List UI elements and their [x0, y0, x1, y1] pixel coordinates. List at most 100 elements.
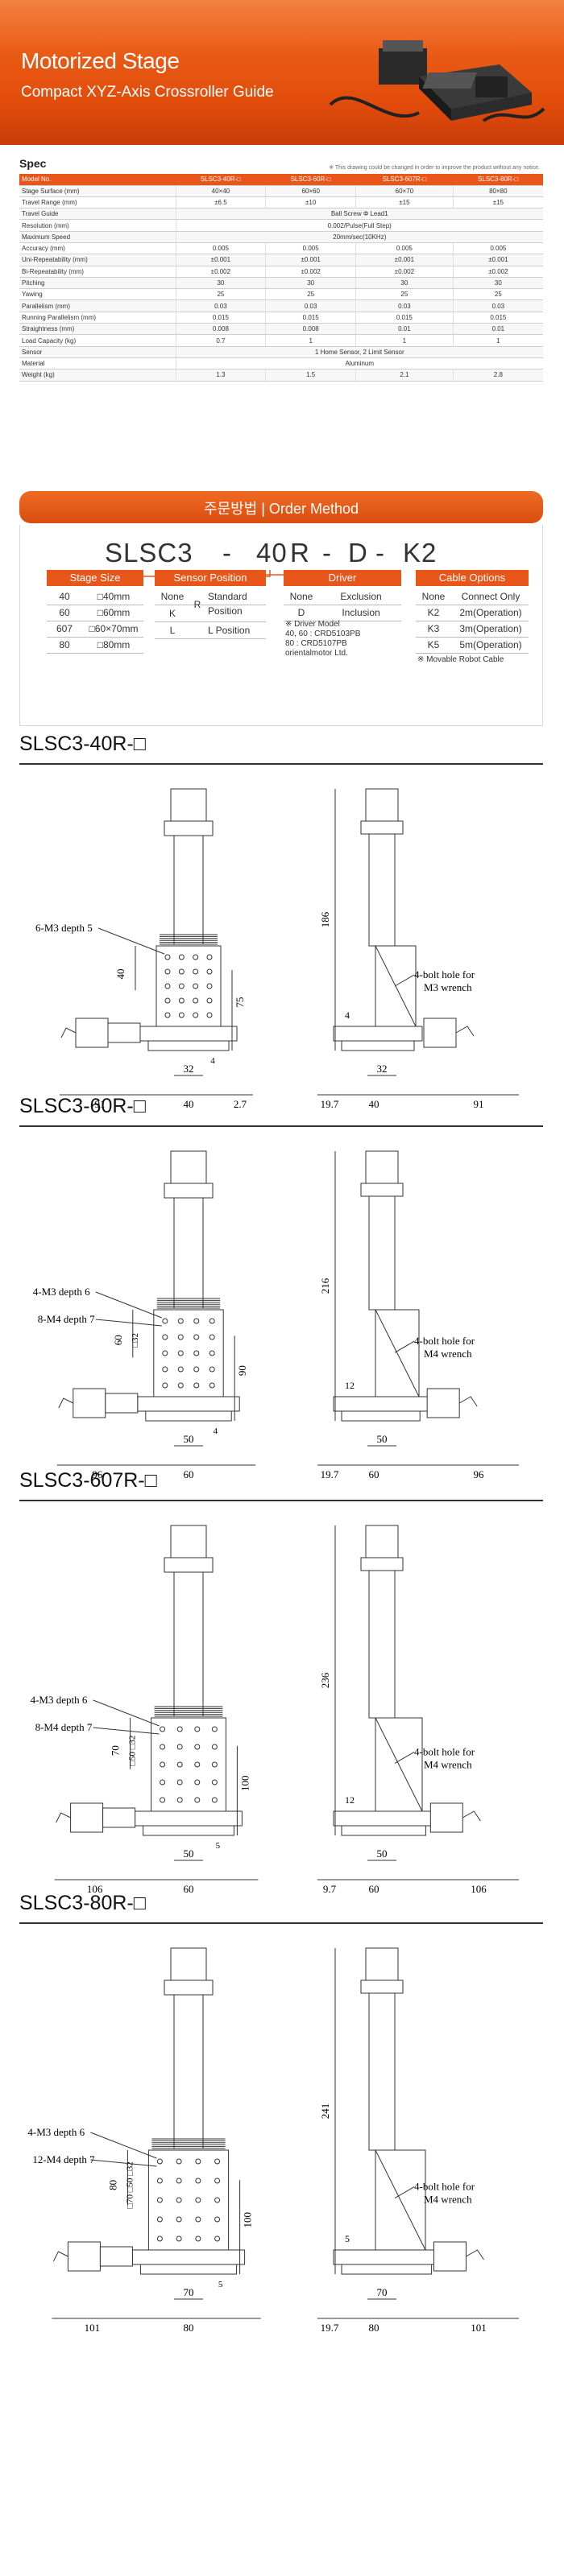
spec-cell: 25 — [355, 288, 454, 301]
spec-row-label: Load Capacity (kg) — [19, 334, 176, 347]
bolt-hole-label: 4-bolt hole for — [414, 1745, 475, 1757]
dim-side-bottom: 91 — [474, 1098, 484, 1110]
mount-hole — [160, 1744, 166, 1750]
bolt-hole-label: M4 wrench — [424, 1758, 472, 1770]
z-column — [173, 1571, 204, 1717]
spec-row-label: Uni-Repeatability (mm) — [19, 254, 176, 266]
mount-hole — [176, 2158, 182, 2165]
mount-hole — [164, 968, 171, 975]
spec-cell: ±0.001 — [355, 254, 454, 266]
order-option-desc: □60×70mm — [89, 623, 139, 634]
motor-flange — [164, 1979, 214, 1996]
order-option-code: L — [169, 625, 176, 636]
z-column — [173, 1994, 204, 2149]
side-motor-y — [429, 1802, 463, 1833]
thread-label: 4-M3 depth 6 — [33, 1286, 90, 1298]
side-xy-stage — [333, 2249, 444, 2265]
spec-cell: 2.8 — [452, 369, 543, 382]
base-plate — [143, 1825, 234, 1836]
spec-cell: 0.002/Pulse(Full Step) — [175, 219, 543, 232]
dim-bottom: 40 — [184, 1098, 194, 1110]
mount-hole — [176, 1761, 183, 1768]
mount-hole — [178, 954, 185, 960]
motor-x — [73, 1388, 106, 1418]
model-title: SLSC3-60R-□ — [19, 1095, 146, 1117]
side-base — [341, 1040, 415, 1051]
dim-side-bottom: 60 — [369, 1883, 379, 1895]
order-option-code: K2 — [427, 607, 440, 618]
motor-x-coupling — [99, 2246, 133, 2267]
base-plate — [145, 1410, 232, 1422]
spec-cell: 40×40 — [175, 185, 266, 197]
model-title: SLSC3-80R-□ — [19, 1892, 146, 1914]
cable — [56, 1812, 71, 1823]
spec-cell: 0.01 — [355, 323, 454, 336]
dim-bottom: 80 — [184, 2322, 194, 2334]
dim-side-mid: 50 — [377, 1433, 388, 1445]
spec-header-model: SLSC3-60R-□ — [265, 174, 356, 186]
order-code-part: K2 — [403, 538, 438, 568]
mount-hole — [162, 1334, 168, 1340]
order-option-code: K — [168, 608, 176, 619]
mount-hole — [206, 968, 213, 975]
mount-hole — [160, 1779, 166, 1785]
side-motor-top — [365, 1947, 399, 1981]
z-column — [173, 1197, 204, 1309]
motor-top — [170, 1947, 207, 1981]
leader-line — [95, 1319, 162, 1327]
spec-row-label: Sensor — [19, 346, 176, 358]
mount-hole — [177, 1382, 184, 1389]
bolt-hole-label: M4 wrench — [424, 1348, 472, 1360]
dim-side-bottom: 40 — [369, 1098, 379, 1110]
spec-header-model: SLSC3-80R-□ — [453, 174, 543, 186]
mount-hole — [194, 1761, 201, 1768]
mount-hole — [194, 1779, 201, 1785]
thread-label: 12-M4 depth 7 — [32, 2153, 95, 2165]
dim-side-mid: 70 — [377, 2286, 388, 2298]
mount-hole — [164, 997, 171, 1004]
side-motor-flange — [360, 1183, 404, 1197]
leader-line — [394, 1340, 415, 1353]
spec-row-label: Stage Surface (mm) — [19, 185, 176, 197]
spec-cell: ±0.002 — [265, 266, 356, 278]
dim-bottom: 101 — [85, 2322, 101, 2334]
model-divider — [19, 1922, 543, 1924]
dim-bottom: 60 — [184, 1468, 194, 1480]
mount-hole — [176, 2216, 182, 2223]
dim-side-small: 12 — [345, 1794, 355, 1806]
model-divider — [19, 763, 543, 765]
mount-hole — [214, 2197, 221, 2203]
spec-row-label: Material — [19, 357, 176, 370]
side-motor-y — [433, 2241, 467, 2272]
spec-cell: 0.7 — [175, 334, 266, 347]
thread-label: 6-M3 depth 5 — [35, 922, 93, 934]
mount-hole — [193, 1012, 199, 1018]
spec-row-label: Maximum Speed — [19, 231, 176, 243]
mount-hole — [193, 1382, 200, 1389]
order-code-part: - — [322, 538, 332, 568]
order-option-desc-cont: Position — [208, 605, 243, 617]
dim-bottom: 96 — [92, 1468, 103, 1480]
dim-small: 5 — [216, 1841, 221, 1851]
cable — [58, 1397, 74, 1409]
spec-cell: 25 — [265, 288, 356, 301]
model-title: SLSC3-607R-□ — [19, 1469, 157, 1492]
dim-total-height: 241 — [319, 2103, 331, 2120]
order-row-divider — [155, 621, 266, 622]
spec-cell: 0.005 — [265, 242, 356, 255]
mount-hole — [194, 1797, 201, 1803]
side-bracket-diagonal — [375, 1309, 420, 1397]
mount-hole — [162, 1318, 168, 1324]
spec-cell: 25 — [175, 288, 266, 301]
spec-row-label: Parallelism (mm) — [19, 299, 176, 312]
spec-row-label: Yawing — [19, 288, 176, 301]
thread-label: 4-M3 depth 6 — [31, 1694, 88, 1706]
dim-side-bottom: 19.7 — [321, 1098, 339, 1110]
z-stage-plate — [153, 1309, 224, 1397]
spec-row-label: Pitching — [19, 277, 176, 290]
spec-row-label: Weight (kg) — [19, 369, 176, 382]
leader-line — [93, 1699, 160, 1727]
